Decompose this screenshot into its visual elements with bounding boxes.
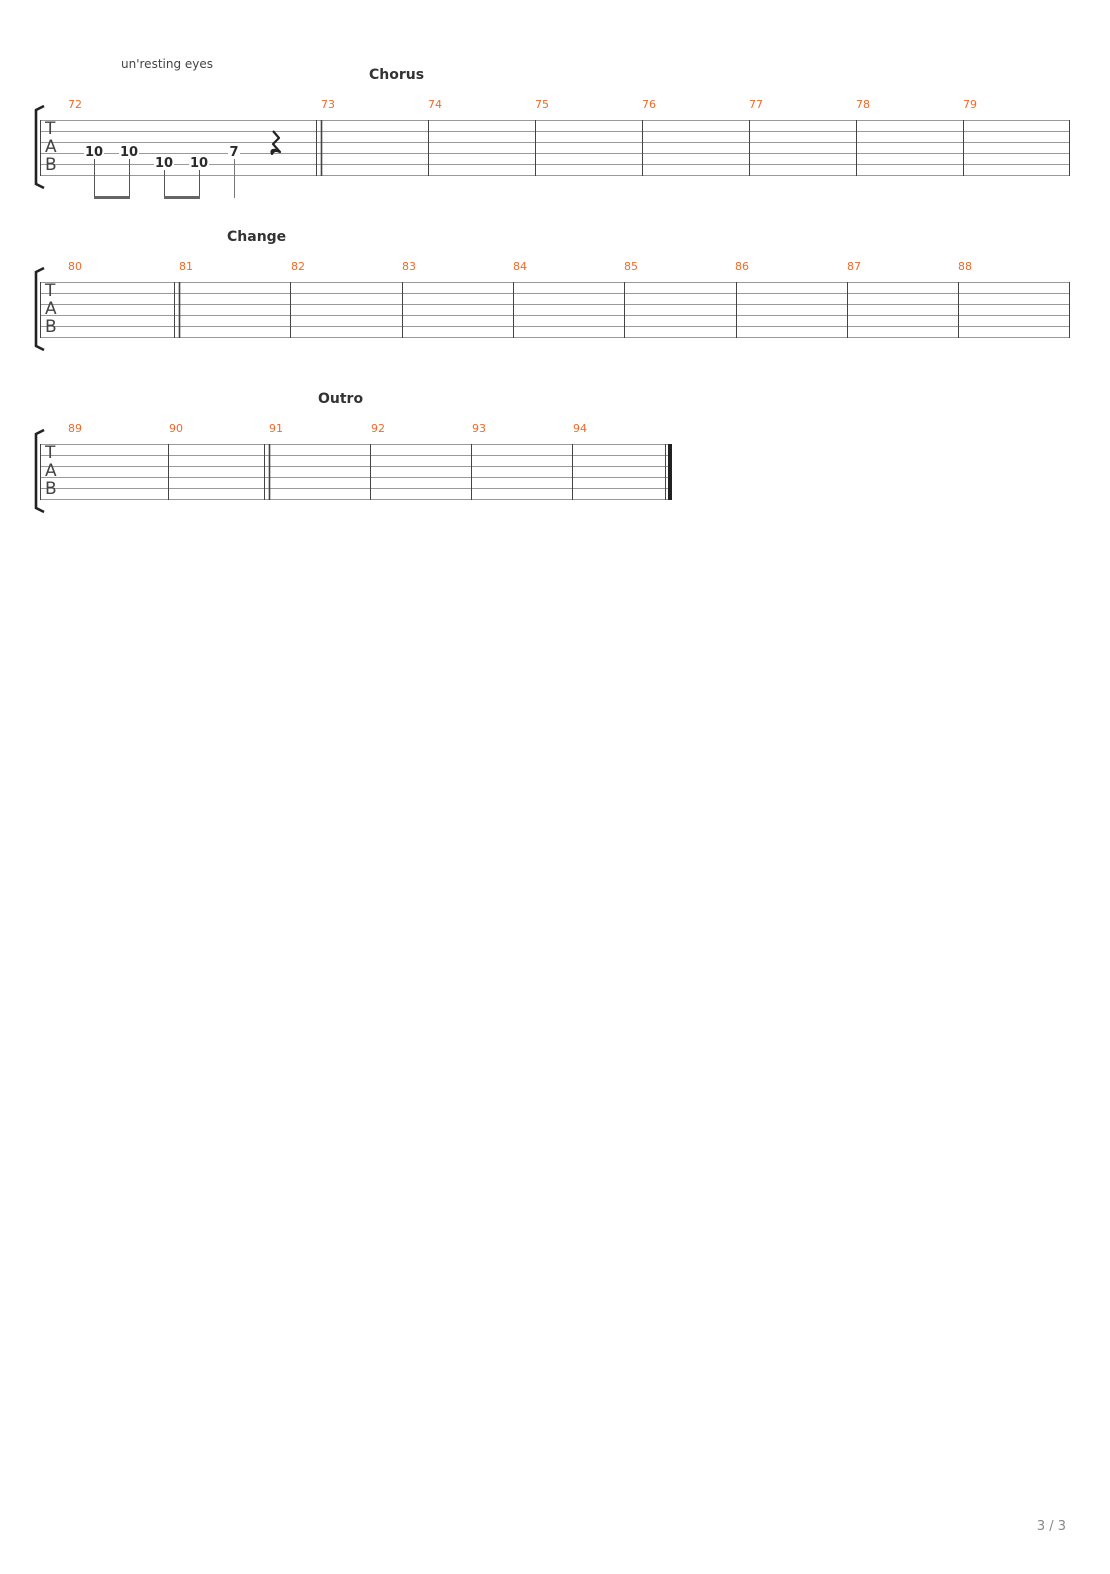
tab-letter-b: B — [45, 317, 57, 337]
bar-number: 80 — [68, 260, 82, 273]
bar-number: 82 — [291, 260, 305, 273]
bar-number: 87 — [847, 260, 861, 273]
tab-letter-b: B — [45, 155, 57, 175]
system-1: un'resting eyes Chorus T A B — [34, 57, 1070, 199]
final-barline — [668, 444, 672, 500]
section-label-change: Change — [227, 229, 286, 245]
page-number: 3 / 3 — [1036, 1519, 1066, 1534]
section-label-chorus: Chorus — [369, 67, 424, 83]
tab-letter-t: T — [44, 443, 56, 463]
fret-notes: 10 10 10 10 7 — [84, 145, 240, 171]
staff-lines — [40, 120, 1070, 176]
bar-number: 85 — [624, 260, 638, 273]
bar-number: 90 — [169, 422, 183, 435]
system-bracket — [34, 104, 45, 190]
bar-number: 78 — [856, 98, 870, 111]
bar-number: 77 — [749, 98, 763, 111]
bar-number: 89 — [68, 422, 82, 435]
bar-number: 83 — [402, 260, 416, 273]
bar-number: 86 — [735, 260, 749, 273]
bar-number: 94 — [573, 422, 587, 435]
tab-letter-t: T — [44, 281, 56, 301]
bar-number: 88 — [958, 260, 972, 273]
fret-note: 10 — [85, 145, 103, 160]
bar-lines — [40, 444, 666, 500]
system-bracket — [34, 428, 45, 514]
bar-number: 84 — [513, 260, 527, 273]
staff-lines — [40, 282, 1070, 338]
fret-note: 10 — [190, 156, 208, 171]
section-label-outro: Outro — [318, 391, 363, 407]
tab-letter-a: A — [45, 461, 57, 481]
quarter-rest-icon — [270, 130, 282, 156]
bar-number: 91 — [269, 422, 283, 435]
system-2: Change T A B 80 81 82 8 — [34, 229, 1070, 352]
bar-lines — [40, 282, 1070, 338]
system-3: Outro T A B 89 90 91 92 93 94 — [34, 391, 672, 514]
fret-note: 10 — [155, 156, 173, 171]
note-stems — [94, 159, 235, 199]
fret-note: 7 — [229, 145, 238, 160]
bar-number: 74 — [428, 98, 442, 111]
beam — [164, 196, 200, 199]
tab-letter-a: A — [45, 299, 57, 319]
tab-letter-t: T — [44, 119, 56, 139]
system-bracket — [34, 266, 45, 352]
bar-lines — [40, 120, 1070, 176]
bar-number: 92 — [371, 422, 385, 435]
bar-number: 76 — [642, 98, 656, 111]
beam — [94, 196, 130, 199]
tab-letter-a: A — [45, 137, 57, 157]
tab-letter-b: B — [45, 479, 57, 499]
bar-number: 73 — [321, 98, 335, 111]
bar-number: 72 — [68, 98, 82, 111]
bar-number: 93 — [472, 422, 486, 435]
staff-lines — [40, 444, 668, 500]
bar-number: 75 — [535, 98, 549, 111]
lyric-text: un'resting eyes — [121, 57, 213, 71]
bar-number: 79 — [963, 98, 977, 111]
fret-note: 10 — [120, 145, 138, 160]
bar-number: 81 — [179, 260, 193, 273]
